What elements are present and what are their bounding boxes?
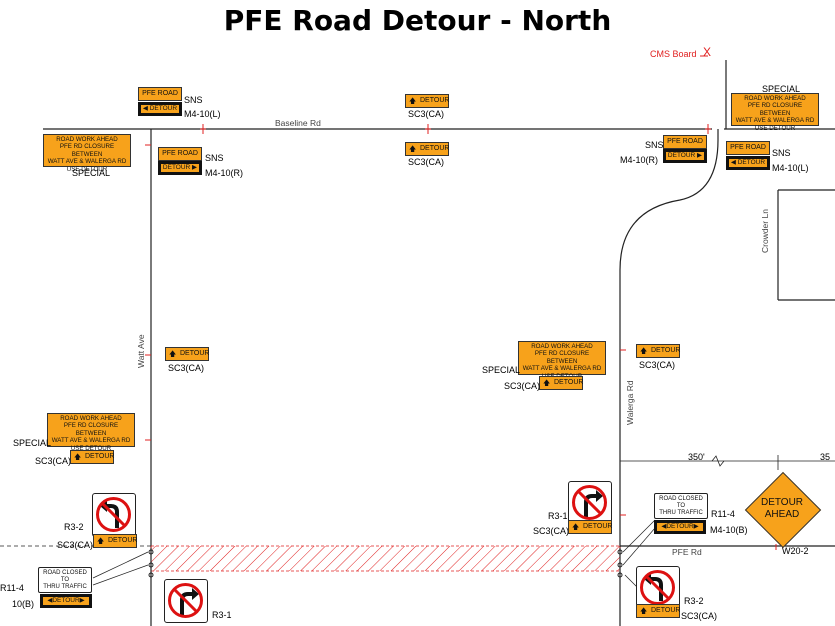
pfe-road-sign: PFE ROAD xyxy=(138,87,182,101)
arrow-up-icon: 🡅 xyxy=(543,380,551,387)
road-label-baseline: Baseline Rd xyxy=(275,118,321,128)
no-left-turn-icon xyxy=(96,497,131,532)
cms-board-label: CMS Board xyxy=(650,49,697,59)
m4-10-both-sign: ◀DETOUR▶ xyxy=(40,594,92,608)
dimension-break xyxy=(711,455,725,467)
m4-10-both-sign: ◀DETOUR▶ xyxy=(654,520,706,534)
sign-code: R3-1 xyxy=(212,610,232,620)
sign-code: SC3(CA) xyxy=(168,363,205,373)
arrow-left-icon: ◀ xyxy=(142,105,150,112)
sign-code: SNS xyxy=(205,153,224,163)
sign-code: SC3(CA) xyxy=(533,526,570,536)
no-right-turn-icon xyxy=(572,485,607,520)
sign-code: SC3(CA) xyxy=(504,381,541,391)
detour-sign: 🡅DETOUR xyxy=(93,534,137,548)
cms-board-mark: X xyxy=(703,45,712,59)
arrow-up-icon: 🡅 xyxy=(409,98,417,105)
sign-code: SC3(CA) xyxy=(35,456,72,466)
sign-code: SPECIAL xyxy=(13,438,52,448)
detour-sign: 🡅DETOUR xyxy=(70,450,114,464)
sign-code: SC3(CA) xyxy=(681,611,718,621)
dimension-label-35: 35 xyxy=(820,452,831,462)
m4-10-right-sign: DETOUR ▶ xyxy=(663,149,707,163)
arrow-up-icon: 🡅 xyxy=(640,608,648,615)
sign-code: SNS xyxy=(772,148,791,158)
detour-sign: 🡅DETOUR xyxy=(568,520,612,534)
sign-code: R11-4 xyxy=(711,509,735,519)
sign-code: SNS xyxy=(184,95,203,105)
arrow-up-icon: 🡅 xyxy=(572,524,580,531)
arrow-right-icon: ▶ xyxy=(693,523,699,530)
barricade-symbols xyxy=(148,548,623,578)
pfe-road-sign: PFE ROAD xyxy=(663,135,707,149)
sign-code: SPECIAL xyxy=(72,168,111,178)
arrow-up-icon: 🡅 xyxy=(169,351,177,358)
no-left-turn-sign xyxy=(636,566,680,610)
arrow-left-icon: ◀ xyxy=(730,159,738,166)
sign-code: R3-2 xyxy=(64,522,84,532)
sign-code: SC3(CA) xyxy=(57,540,94,550)
arrow-right-icon: ▶ xyxy=(695,152,703,159)
sign-code: SPECIAL xyxy=(482,365,521,375)
road-label-watt: Watt Ave xyxy=(136,334,146,368)
no-right-turn-icon xyxy=(168,583,203,618)
detour-sign: 🡅DETOUR xyxy=(405,94,449,108)
pfe-road-sign: PFE ROAD xyxy=(726,141,770,155)
no-right-turn-sign xyxy=(568,481,612,525)
no-left-turn-sign xyxy=(92,493,136,537)
m4-10-left-sign: ◀ DETOUR xyxy=(726,156,770,170)
detour-sign: 🡅DETOUR xyxy=(165,347,209,361)
sign-code: M4-10(L) xyxy=(184,109,221,119)
sign-code: SC3(CA) xyxy=(408,157,445,167)
closure-hatch xyxy=(150,545,621,572)
arrow-left-icon: ◀ xyxy=(47,597,53,604)
sign-code: 10(B) xyxy=(12,599,35,609)
arrow-right-icon: ▶ xyxy=(79,597,85,604)
walerga-rd-curve xyxy=(619,129,719,271)
sign-post-markers xyxy=(145,55,777,550)
m4-10-left-sign: ◀ DETOUR xyxy=(138,102,182,116)
sign-code: R11-4 xyxy=(0,583,24,593)
road-label-crowder: Crowder Ln xyxy=(760,209,770,253)
detour-sign: 🡅DETOUR xyxy=(636,604,680,618)
road-label-walerga: Walerga Rd xyxy=(625,380,635,425)
sign-code: SC3(CA) xyxy=(639,360,676,370)
arrow-up-icon: 🡅 xyxy=(97,538,105,545)
detour-sign: 🡅DETOUR xyxy=(539,376,583,390)
sign-code: W20-2 xyxy=(782,546,809,556)
sign-code: M4-10(L) xyxy=(772,163,809,173)
sign-code: SNS xyxy=(645,140,664,150)
no-right-turn-sign xyxy=(164,579,208,623)
arrow-up-icon: 🡅 xyxy=(640,348,648,355)
road-label-pfe: PFE Rd xyxy=(672,547,702,557)
page-title: PFE Road Detour - North xyxy=(223,4,612,37)
sign-code: M4-10(B) xyxy=(710,525,748,535)
sign-code: M4-10(R) xyxy=(620,155,659,165)
sign-code: SPECIAL xyxy=(762,84,801,94)
sign-code: R3-2 xyxy=(684,596,704,606)
sign-code: SC3(CA) xyxy=(408,109,445,119)
detour-sign: 🡅DETOUR xyxy=(405,142,449,156)
arrow-up-icon: 🡅 xyxy=(409,146,417,153)
no-left-turn-icon xyxy=(640,570,675,605)
sign-code: R3-1 xyxy=(548,511,568,521)
arrow-left-icon: ◀ xyxy=(661,523,667,530)
arrow-up-icon: 🡅 xyxy=(74,454,82,461)
sign-code: M4-10(R) xyxy=(205,168,244,178)
m4-10-right-sign: DETOUR ▶ xyxy=(158,161,202,175)
dimension-label-350: 350' xyxy=(688,452,705,462)
pfe-road-sign: PFE ROAD xyxy=(158,147,202,161)
detour-sign: 🡅DETOUR xyxy=(636,344,680,358)
arrow-right-icon: ▶ xyxy=(190,164,198,171)
